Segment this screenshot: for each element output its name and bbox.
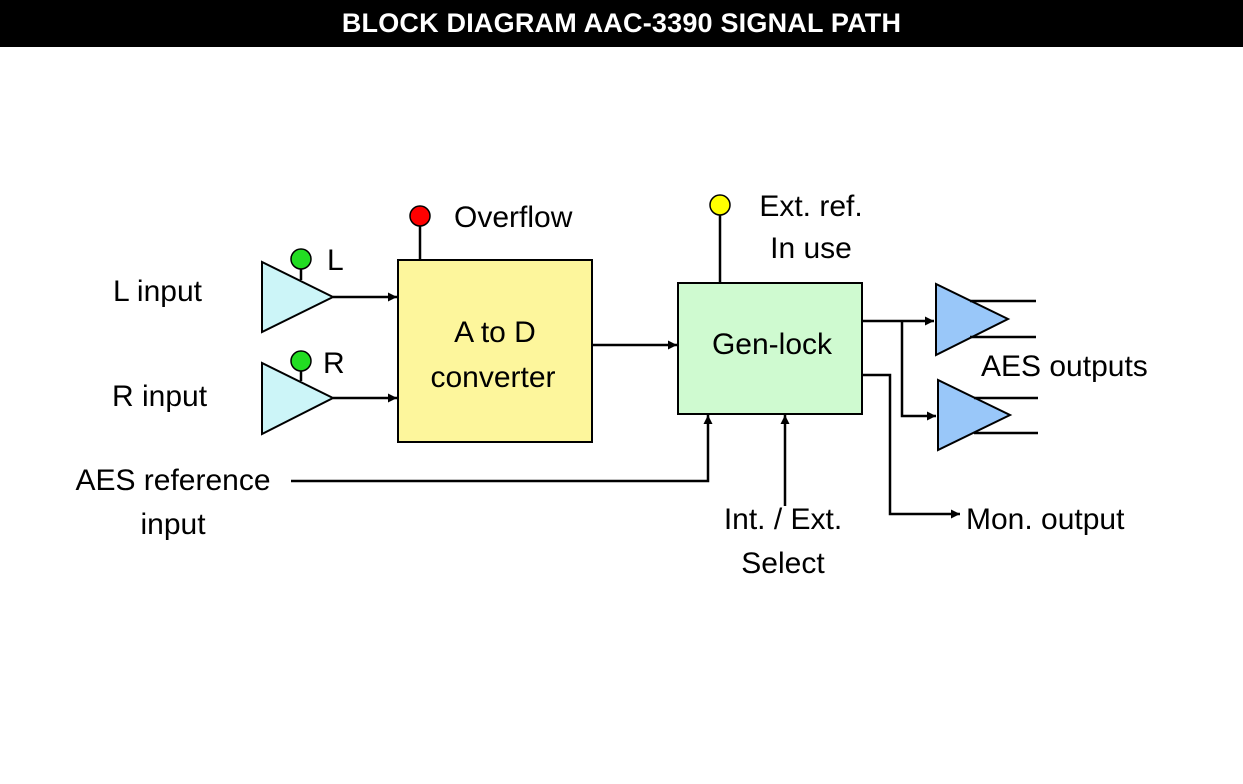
aes-output-amplifier-upper bbox=[935, 282, 1011, 357]
aes-reference-label-line1: AES reference bbox=[75, 464, 270, 497]
monitor-output-wire bbox=[862, 373, 960, 519]
ext-ref-label-line1: Ext. ref. bbox=[759, 190, 862, 223]
aes-reference-label-line2: input bbox=[140, 508, 206, 541]
aes-outputs-label: AES outputs bbox=[981, 350, 1148, 383]
right-input-amplifier bbox=[261, 361, 336, 436]
r-input-label: R input bbox=[112, 380, 208, 413]
aes-reference-wire bbox=[291, 415, 713, 483]
aes-output-bus-lower bbox=[900, 321, 936, 421]
int-ext-select-label-line2: Select bbox=[741, 547, 825, 580]
ext-ref-label-line2: In use bbox=[770, 232, 852, 265]
ext-ref-led bbox=[709, 194, 731, 216]
right-signal-led bbox=[290, 350, 312, 372]
converter-label-line1: A to D bbox=[454, 316, 536, 349]
right-led-label: R bbox=[323, 347, 345, 380]
page-title: BLOCK DIAGRAM AAC-3390 SIGNAL PATH bbox=[0, 0, 1243, 47]
aes-output-amplifier-lower bbox=[937, 378, 1013, 452]
gen-lock-label: Gen-lock bbox=[712, 328, 833, 361]
left-signal-led bbox=[290, 248, 312, 270]
mon-output-label: Mon. output bbox=[966, 503, 1125, 536]
converter-label-line2: converter bbox=[430, 361, 555, 394]
overflow-led bbox=[409, 205, 431, 227]
l-input-label: L input bbox=[113, 275, 203, 308]
gen-lock-block bbox=[677, 282, 863, 415]
int-ext-select-label-line1: Int. / Ext. bbox=[724, 503, 842, 536]
left-input-amplifier bbox=[261, 260, 336, 334]
a-to-d-converter-block bbox=[397, 259, 593, 443]
overflow-label: Overflow bbox=[454, 201, 573, 234]
left-led-label: L bbox=[327, 244, 344, 277]
